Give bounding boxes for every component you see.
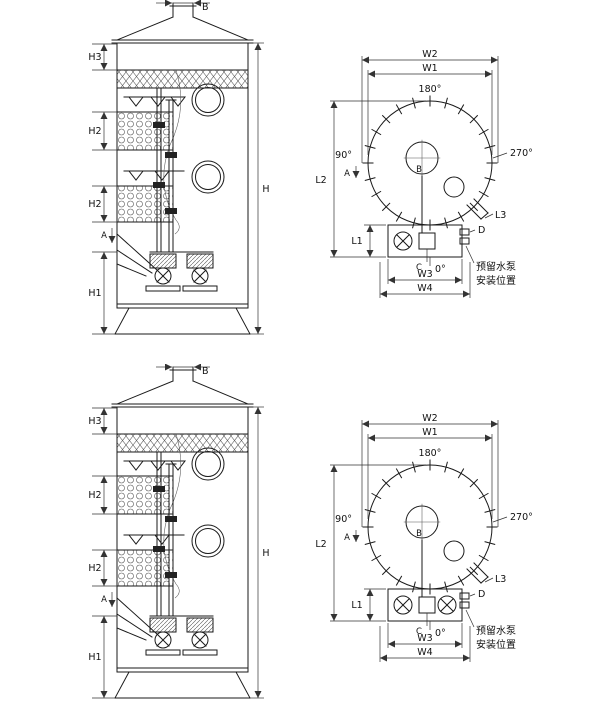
tower-base	[114, 671, 251, 699]
flange-ticks	[362, 95, 498, 231]
plan-dimension-labels: W2 W1 180° 90° 270° A B L2 L3 L1 D C 0° …	[315, 413, 533, 658]
elevation-dimensions	[92, 406, 264, 699]
dim-label-l2: L2	[315, 175, 326, 186]
center-nozzle	[403, 139, 441, 177]
dim-label-l1: L1	[351, 236, 362, 247]
packing-section-lower	[116, 185, 174, 223]
tower-front-elevation-view-2: B	[88, 364, 270, 699]
cutaway-break-line	[163, 69, 182, 235]
spray-header-upper	[123, 96, 187, 107]
dim-label-h2-upper: H2	[88, 490, 101, 501]
demister-section	[116, 433, 249, 453]
elevation-dimension-labels: H3 H2 H2 H1 H A	[88, 416, 269, 663]
angle-label-0: 0°	[435, 628, 446, 639]
dim-label-h1: H1	[88, 288, 101, 299]
tower-plan-view-1: W2 W1 180° 90° 270° A B L2 L3 L1 D C 0° …	[315, 49, 533, 298]
dim-label-l3: L3	[495, 210, 506, 221]
spray-header-lower	[123, 170, 185, 181]
side-nozzle	[443, 540, 465, 562]
section-label-a: A	[344, 533, 350, 543]
nozzle-label-b: B	[416, 529, 422, 539]
dim-label-w4: W4	[417, 647, 432, 658]
pump-note-line2: 安装位置	[476, 638, 516, 651]
spray-header-lower	[123, 534, 185, 545]
manhole-lower	[191, 524, 225, 558]
fitting-label-d: D	[478, 589, 485, 600]
stack-and-cone	[111, 2, 254, 44]
dim-label-h3: H3	[88, 416, 101, 427]
nozzle-label-b: B	[416, 165, 422, 175]
dim-label-w4: W4	[417, 283, 432, 294]
dim-label-w1: W1	[422, 427, 437, 438]
circulation-pumps	[145, 615, 218, 656]
manhole-lower	[191, 160, 225, 194]
dim-label-h1: H1	[88, 652, 101, 663]
dim-label-l3: L3	[495, 574, 506, 585]
dim-label-l2: L2	[315, 539, 326, 550]
tower-front-elevation-view-1: B	[88, 0, 270, 335]
angle-label-270: 270°	[510, 148, 533, 159]
dim-label-w2: W2	[422, 49, 437, 60]
pump-platform	[387, 539, 470, 622]
angle-label-270: 270°	[510, 512, 533, 523]
pump-note-line2: 安装位置	[476, 274, 516, 287]
plan-dimensions	[330, 56, 508, 298]
section-label-a: A	[344, 169, 350, 179]
plan-dimensions	[330, 420, 508, 662]
pump-note-line1: 预留水泵	[476, 260, 516, 273]
flange-ticks	[362, 459, 498, 595]
dim-label-h: H	[262, 184, 269, 195]
elevation-dimensions	[92, 42, 264, 335]
stack-and-cone	[111, 366, 254, 408]
angle-label-0: 0°	[435, 264, 446, 275]
fitting-label-c: C	[416, 627, 422, 637]
dim-label-w1: W1	[422, 63, 437, 74]
outlet-stub-l3	[466, 198, 489, 220]
packing-section-upper	[116, 111, 174, 151]
tower-base	[114, 307, 251, 335]
pump-note-line1: 预留水泵	[476, 624, 516, 637]
side-nozzle	[443, 176, 465, 198]
manhole-upper	[191, 83, 225, 117]
packing-section-lower	[116, 549, 174, 587]
pump-platform	[387, 175, 470, 258]
plan-dimension-labels: W2 W1 180° 90° 270° A B L2 L3 L1 D C 0° …	[315, 49, 533, 294]
dim-label-b: B	[202, 2, 209, 13]
circulation-pumps	[145, 251, 218, 292]
dim-label-h3: H3	[88, 52, 101, 63]
drawing-row-2: B	[0, 364, 600, 728]
dim-label-h2-upper: H2	[88, 126, 101, 137]
spray-pipes	[153, 87, 177, 253]
cutaway-break-line	[163, 433, 182, 599]
angle-label-90: 90°	[335, 514, 352, 525]
angle-label-180: 180°	[419, 448, 442, 459]
section-label-a: A	[101, 595, 107, 605]
fitting-label-d: D	[478, 225, 485, 236]
center-nozzle	[403, 503, 441, 541]
demister-section	[116, 69, 249, 89]
elevation-dimension-labels: H3 H2 H2 H1 H A	[88, 52, 269, 299]
dim-label-b: B	[202, 366, 209, 377]
dim-label-h: H	[262, 548, 269, 559]
dim-label-w3: W3	[417, 269, 432, 280]
fitting-label-c: C	[416, 263, 422, 273]
dim-label-h2-lower: H2	[88, 199, 101, 210]
dim-label-h2-lower: H2	[88, 563, 101, 574]
angle-label-90: 90°	[335, 150, 352, 161]
spray-pipes	[153, 451, 177, 617]
angle-label-180: 180°	[419, 84, 442, 95]
outlet-stub-l3	[466, 562, 489, 584]
packing-section-upper	[116, 475, 174, 515]
section-label-a: A	[101, 231, 107, 241]
dim-label-w3: W3	[417, 633, 432, 644]
spray-header-upper	[123, 460, 187, 471]
dim-label-w2: W2	[422, 413, 437, 424]
drawing-row-1: B	[88, 0, 533, 335]
manhole-upper	[191, 447, 225, 481]
tower-plan-view-2: W2 W1 180° 90° 270° A B L2 L3 L1 D C 0° …	[315, 413, 533, 662]
dim-label-l1: L1	[351, 600, 362, 611]
